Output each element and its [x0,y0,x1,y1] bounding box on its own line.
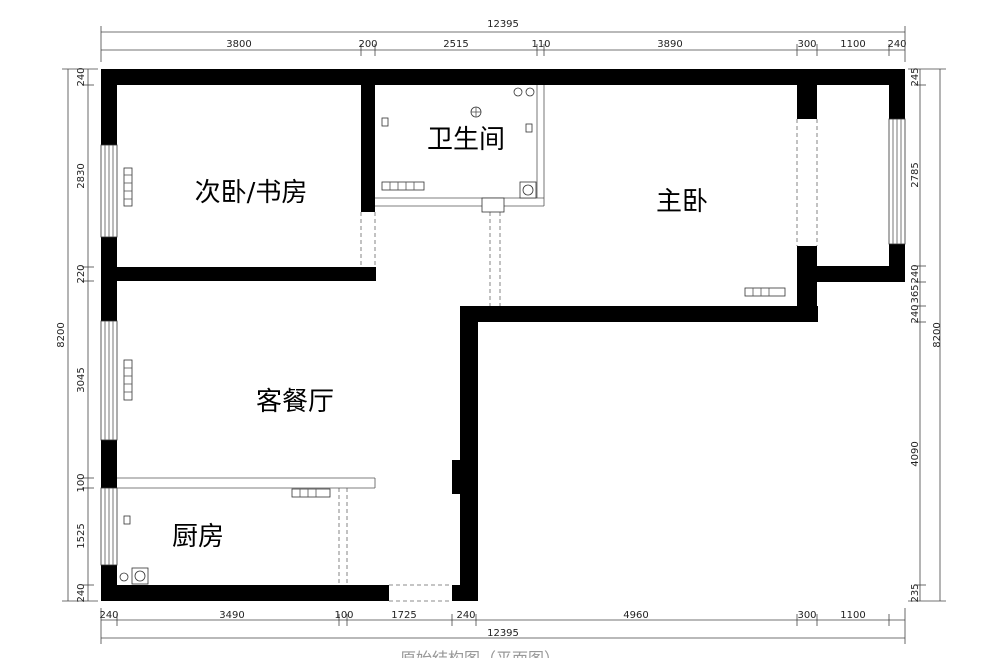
gas-meter-icon [119,572,129,582]
room-label-secondary-bedroom: 次卧/书房 [195,178,308,208]
dim-right: 2785 [910,162,921,187]
dim-right: 240 [910,304,921,323]
openings [338,119,818,602]
wall-balcony-bottom [797,266,905,282]
windows [100,118,906,566]
partitions [117,85,545,489]
wall-top [101,69,905,85]
tap-icon [525,123,533,133]
dim-top: 300 [797,39,816,50]
wall-right-bottom [889,244,905,282]
dim-top: 110 [531,39,550,50]
wall-right-top [889,69,905,119]
radiator-icon [744,287,786,297]
room-label-living-dining: 客餐厅 [256,387,334,417]
dim-top: 2515 [443,39,468,50]
wall-bedroom2-bottom [101,267,376,281]
window-kitchen [100,487,118,566]
wall-master-right-top [797,85,817,119]
radiator-icon [291,488,331,498]
dim-right-total: 8200 [932,322,943,347]
fixtures [119,87,786,585]
wall-bath-left [361,69,375,212]
dim-left: 1525 [76,523,87,548]
dim-right: 240 [910,264,921,283]
valve-icon [513,87,523,97]
dim-bottom: 1100 [840,610,865,621]
dim-bottom: 100 [334,610,353,621]
wall-L-horizontal [460,306,818,322]
dim-right: 4090 [910,441,921,466]
dim-bottom: 3490 [219,610,244,621]
dim-bottom: 240 [99,610,118,621]
window-bedroom2 [100,144,118,238]
room-label-master-bedroom: 主卧 [656,187,708,217]
radiator-icon [381,181,425,191]
dim-bottom-total: 12395 [487,628,519,639]
dim-left: 100 [76,473,87,492]
dim-top: 3890 [657,39,682,50]
dim-top-total: 12395 [487,19,519,30]
dim-top: 3800 [226,39,251,50]
room-label-bathroom: 卫生间 [427,125,505,155]
window-living [100,320,118,441]
dim-left-total: 8200 [56,322,67,347]
dim-top: 1100 [840,39,865,50]
tap-icon [123,515,131,525]
wall-left-1 [101,69,117,145]
dim-bottom: 4960 [623,610,648,621]
room-label-kitchen: 厨房 [172,522,224,552]
dim-top: 200 [358,39,377,50]
dimension-lines [62,26,946,644]
wall-bottom-left [101,585,389,601]
radiator-icon [123,359,133,401]
room-labels: 次卧/书房 卫生间 主卧 客餐厅 厨房 [172,125,708,552]
dim-left: 2830 [76,163,87,188]
dim-left: 3045 [76,367,87,392]
window-balcony [888,118,906,245]
radiator-icon [123,167,133,207]
dim-right: 245 [910,67,921,86]
dim-bottom: 1725 [391,610,416,621]
tap-icon [381,117,389,127]
dim-top: 240 [887,39,906,50]
dim-left: 220 [76,264,87,283]
dim-right: 235 [910,583,921,602]
dim-left: 240 [76,67,87,86]
plan-caption: 原始结构图（平面图） [400,649,560,658]
valve-icon [525,87,535,97]
walls [101,69,905,601]
dimension-labels: 12395 3800 200 2515 110 3890 300 1100 24… [56,19,943,639]
wall-left-3 [101,440,117,488]
dim-right: 365 [910,284,921,303]
dim-bottom: 300 [797,610,816,621]
wall-master-right-bottom [797,246,817,322]
dim-bottom: 240 [456,610,475,621]
wall-L-nub [452,460,462,494]
dim-left: 240 [76,583,87,602]
wall-L-vertical [460,306,478,601]
